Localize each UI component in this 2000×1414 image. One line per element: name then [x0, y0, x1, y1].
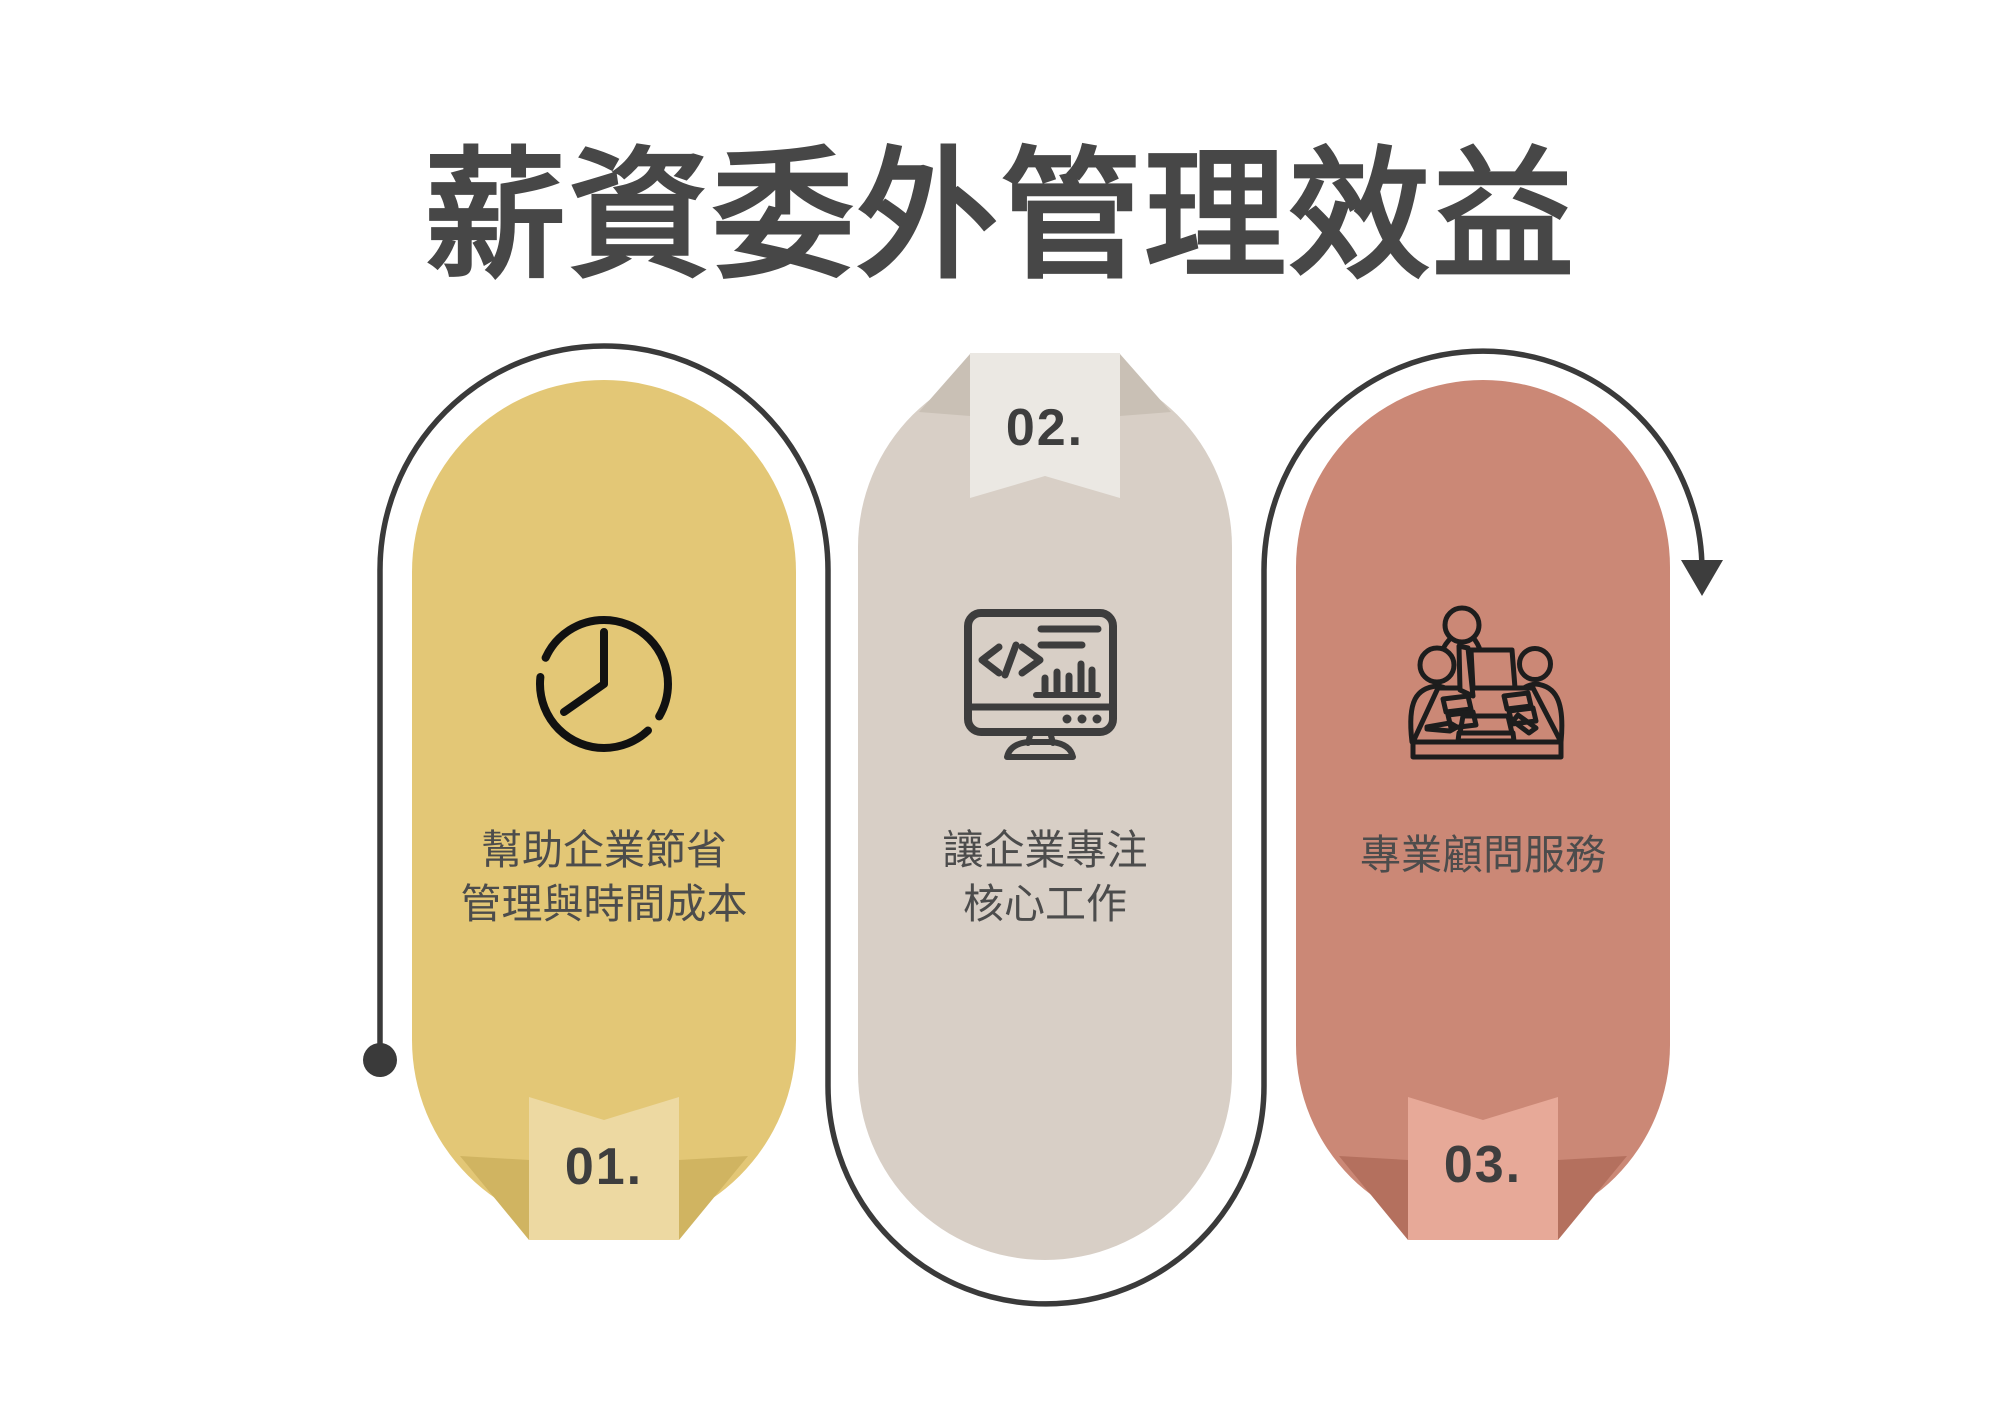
ribbon-badge-1	[529, 1097, 679, 1240]
ribbon-badge-2	[970, 353, 1120, 498]
ribbon-fold-right-2	[1120, 354, 1171, 416]
step-pill-1	[412, 380, 796, 1240]
flow-path	[377, 343, 1705, 1307]
page-title: 薪資委外管理效益	[424, 134, 1576, 299]
ribbon-fold-right-1	[679, 1156, 748, 1240]
ribbon-badge-3	[1408, 1097, 1558, 1240]
monitor-code-icon	[964, 609, 1117, 760]
meeting-consulting-icon	[1408, 605, 1565, 760]
pill-shape-3	[1296, 380, 1670, 1232]
ribbon-fold-left-1	[460, 1156, 529, 1240]
ribbon-fold-left-3	[1339, 1156, 1408, 1240]
flow-line	[363, 343, 1723, 1307]
pill-shape-1	[412, 380, 796, 1232]
pill-shape-2	[858, 360, 1232, 1260]
flow-start-dot	[363, 1043, 397, 1077]
ribbon-fold-right-3	[1558, 1156, 1627, 1240]
step-pill-3	[1296, 380, 1670, 1240]
clock-icon	[536, 616, 672, 752]
step-3-label: 專業顧問服務	[1360, 831, 1606, 879]
step-2-label: 讓企業專注 核心工作	[942, 826, 1148, 928]
step-1-number: 01.	[564, 1138, 644, 1196]
step-2-number: 02.	[1005, 399, 1085, 457]
ribbon-fold-left-2	[919, 354, 970, 416]
step-3-number: 03.	[1443, 1136, 1523, 1194]
arrow-down-icon	[1681, 560, 1723, 596]
step-1-label: 幫助企業節省 管理與時間成本	[460, 826, 748, 928]
step-pill-2	[858, 353, 1232, 1260]
